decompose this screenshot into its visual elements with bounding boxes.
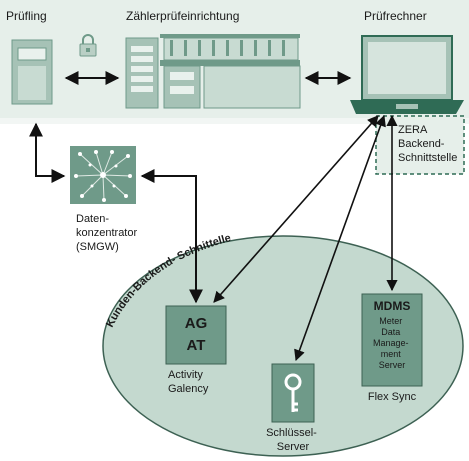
mdms-title: MDMS — [374, 299, 411, 313]
label-pruefling: Prüfling — [6, 9, 47, 23]
ag-at-line1: AG — [185, 315, 208, 332]
lock-icon — [79, 34, 97, 57]
mdms-body: Meter Data Manage- ment Server — [373, 316, 411, 370]
laptop-icon — [350, 35, 464, 114]
label-zaehlerpruefeinrichtung: Zählerprüfeinrichtung — [126, 9, 239, 23]
ag-at-line2: AT — [187, 337, 206, 354]
test-rig-icon — [125, 34, 301, 109]
key-icon — [284, 373, 302, 412]
ag-at-box — [165, 305, 227, 365]
schluessel-caption: Schlüssel- Server — [266, 427, 320, 453]
arrow-konzentrator-agat — [140, 169, 203, 304]
meter-icon — [11, 39, 53, 105]
label-pruefrechner: Prüfrechner — [364, 9, 427, 23]
arrow-laptop-schluessel — [294, 114, 386, 362]
zera-backend-label: ZERA Backend- Schnittstelle — [398, 124, 457, 164]
arrow-pruefling-konzentrator — [29, 122, 66, 183]
datenkonzentrator-icon — [70, 146, 136, 204]
datenkonzentrator-label: Daten- konzentrator (SMGW) — [76, 213, 140, 253]
ag-at-caption: Activity Galency — [168, 369, 209, 395]
mdms-caption: Flex Sync — [368, 391, 417, 403]
